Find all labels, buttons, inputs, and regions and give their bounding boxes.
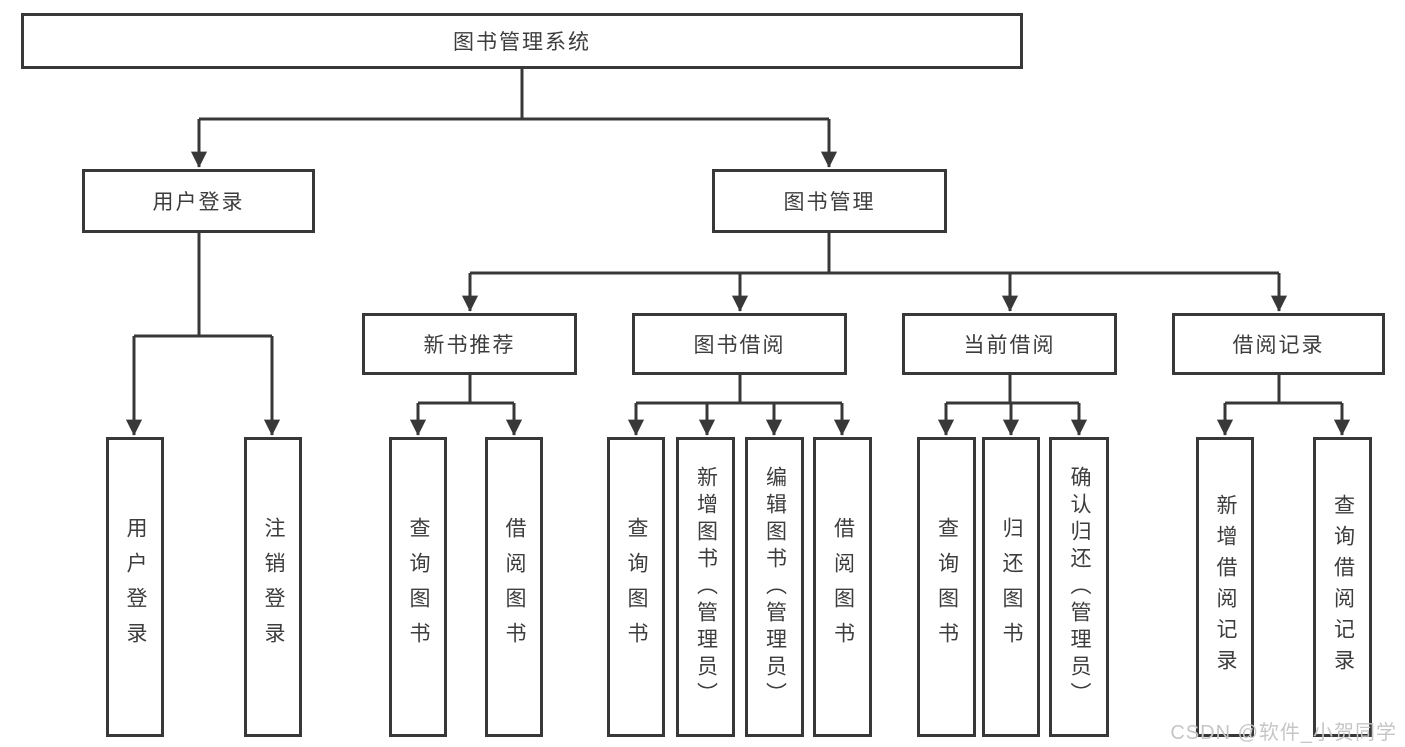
leaf-query-books-recommend: 查询图书 bbox=[389, 437, 447, 737]
leaf-user-login: 用户登录 bbox=[106, 437, 164, 737]
branch-book-management-label: 图书管理 bbox=[783, 191, 876, 214]
leaf-query-borrow-record-label: 查询借阅记录 bbox=[1331, 494, 1355, 680]
leaf-query-borrow-record: 查询借阅记录 bbox=[1313, 437, 1372, 737]
leaf-logout-label: 注销登录 bbox=[262, 517, 285, 657]
leaf-query-books-borrowing: 查询图书 bbox=[607, 437, 665, 737]
leaf-logout: 注销登录 bbox=[244, 437, 302, 737]
leaf-return-book-label: 归还图书 bbox=[1000, 517, 1023, 657]
leaf-add-book-admin: 新增图书（管理员） bbox=[676, 437, 735, 737]
leaf-add-book-admin-label: 新增图书（管理员） bbox=[694, 465, 718, 709]
leaf-borrow-books-recommend: 借阅图书 bbox=[485, 437, 543, 737]
leaf-user-login-label: 用户登录 bbox=[124, 517, 147, 657]
root-node-label: 图书管理系统 bbox=[453, 31, 591, 54]
leaf-borrow-books-recommend-label: 借阅图书 bbox=[503, 517, 526, 657]
leaf-edit-book-admin-label: 编辑图书（管理员） bbox=[763, 465, 787, 709]
leaf-add-borrow-record: 新增借阅记录 bbox=[1196, 437, 1254, 737]
section-book-borrowing-label: 图书借阅 bbox=[693, 334, 786, 357]
leaf-query-books-current: 查询图书 bbox=[917, 437, 976, 737]
leaf-borrow-books-borrowing-label: 借阅图书 bbox=[831, 517, 855, 657]
section-borrowing-records: 借阅记录 bbox=[1172, 313, 1385, 375]
branch-user-login: 用户登录 bbox=[82, 169, 315, 233]
branch-book-management: 图书管理 bbox=[712, 169, 947, 233]
leaf-query-books-borrowing-label: 查询图书 bbox=[625, 517, 648, 657]
leaf-query-books-recommend-label: 查询图书 bbox=[407, 517, 430, 657]
leaf-borrow-books-borrowing: 借阅图书 bbox=[813, 437, 872, 737]
section-book-borrowing: 图书借阅 bbox=[632, 313, 847, 375]
leaf-query-books-current-label: 查询图书 bbox=[935, 517, 959, 657]
leaf-confirm-return-admin: 确认归还（管理员） bbox=[1049, 437, 1109, 737]
section-current-borrowing: 当前借阅 bbox=[902, 313, 1117, 375]
section-borrowing-records-label: 借阅记录 bbox=[1232, 334, 1325, 357]
section-new-book-recommendation: 新书推荐 bbox=[362, 313, 577, 375]
leaf-confirm-return-admin-label: 确认归还（管理员） bbox=[1068, 465, 1091, 709]
watermark: CSDN @软件_小贺同学 bbox=[1170, 722, 1397, 744]
leaf-return-book: 归还图书 bbox=[982, 437, 1040, 737]
root-node: 图书管理系统 bbox=[21, 13, 1023, 69]
leaf-add-borrow-record-label: 新增借阅记录 bbox=[1214, 494, 1237, 680]
section-new-book-recommendation-label: 新书推荐 bbox=[423, 334, 516, 357]
branch-user-login-label: 用户登录 bbox=[152, 191, 245, 214]
leaf-edit-book-admin: 编辑图书（管理员） bbox=[745, 437, 804, 737]
section-current-borrowing-label: 当前借阅 bbox=[963, 334, 1056, 357]
